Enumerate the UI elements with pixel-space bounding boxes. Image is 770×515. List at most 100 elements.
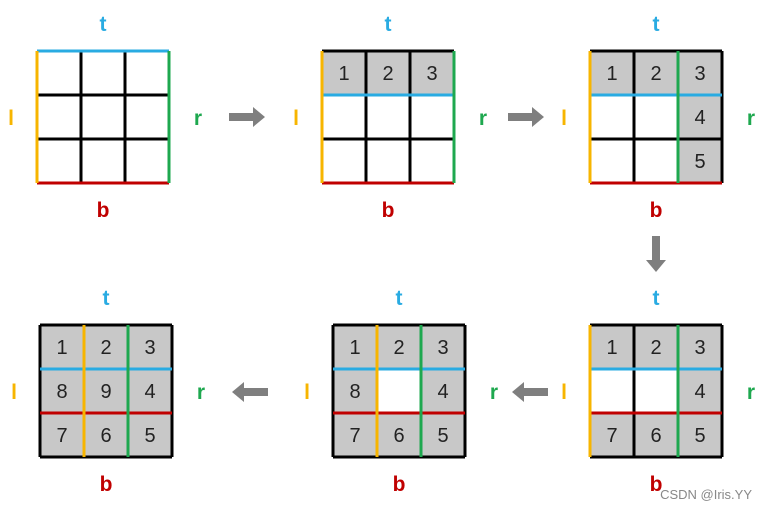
right-label: r [479, 107, 487, 130]
arrow-left-icon [232, 382, 268, 402]
cell-number: 1 [606, 63, 617, 85]
cell-number: 6 [393, 425, 404, 447]
cell-number: 2 [650, 63, 661, 85]
matrix-cell [333, 413, 377, 457]
matrix-cell [40, 413, 84, 457]
matrix-cell [590, 95, 634, 139]
bottom-label: b [382, 199, 395, 222]
matrix-cell [84, 369, 128, 413]
matrix-cell [410, 51, 454, 95]
cell-number: 3 [437, 337, 448, 359]
arrow-right-icon [229, 107, 265, 127]
matrix-cell [84, 325, 128, 369]
left-label: l [293, 107, 299, 130]
cell-number: 4 [694, 381, 705, 403]
cell-number: 7 [349, 425, 360, 447]
top-label: t [653, 287, 660, 310]
matrix-cell [128, 413, 172, 457]
arrow-shape [512, 382, 548, 402]
cell-number: 3 [144, 337, 155, 359]
bottom-label: b [650, 199, 663, 222]
cell-number: 6 [100, 425, 111, 447]
cell-number: 5 [437, 425, 448, 447]
matrix-cell [410, 95, 454, 139]
matrix-cell [37, 51, 81, 95]
bottom-label: b [100, 473, 113, 496]
left-label: l [561, 381, 567, 404]
matrix-cell [590, 413, 634, 457]
matrix-cell [678, 51, 722, 95]
matrix-cell [590, 139, 634, 183]
cell-number: 5 [694, 425, 705, 447]
matrix-cell [410, 139, 454, 183]
right-label: r [194, 107, 202, 130]
matrix-cell [84, 413, 128, 457]
matrix-cell [37, 95, 81, 139]
arrow-shape [229, 107, 265, 127]
matrix-cell [366, 51, 410, 95]
matrix-cell [377, 413, 421, 457]
bottom-label: b [650, 473, 663, 496]
cell-number: 3 [426, 63, 437, 85]
left-label: l [304, 381, 310, 404]
matrix-cell [634, 139, 678, 183]
right-label: r [490, 381, 498, 404]
matrix-cell [128, 369, 172, 413]
matrix-cell [128, 325, 172, 369]
cell-number: 1 [349, 337, 360, 359]
matrix-cell [81, 139, 125, 183]
matrix-cell [421, 369, 465, 413]
arrow-shape [646, 236, 666, 272]
watermark: CSDN @Iris.YY [660, 487, 752, 502]
matrix-cell [366, 95, 410, 139]
matrix-cell [333, 325, 377, 369]
matrix-cell [40, 325, 84, 369]
matrix-cell [590, 369, 634, 413]
matrix-cell [37, 139, 81, 183]
right-label: r [747, 381, 755, 404]
cell-number: 5 [144, 425, 155, 447]
matrix-cell [333, 369, 377, 413]
matrix-cell [678, 413, 722, 457]
cell-number: 1 [56, 337, 67, 359]
arrow-right-icon [508, 107, 544, 127]
matrix-cell [125, 95, 169, 139]
matrix-cell [125, 139, 169, 183]
matrix-cell [678, 369, 722, 413]
cell-number: 4 [437, 381, 448, 403]
cell-number: 6 [650, 425, 661, 447]
cell-number: 4 [694, 107, 705, 129]
cell-number: 2 [382, 63, 393, 85]
cell-number: 4 [144, 381, 155, 403]
matrix-cell [634, 369, 678, 413]
matrix-cell [678, 95, 722, 139]
matrix-cell [377, 369, 421, 413]
matrix-cell [421, 325, 465, 369]
matrix-cell [634, 325, 678, 369]
left-label: l [11, 381, 17, 404]
top-label: t [653, 13, 660, 36]
matrix-cell [634, 51, 678, 95]
left-label: l [8, 107, 14, 130]
arrow-left-icon [512, 382, 548, 402]
matrix-cell [125, 51, 169, 95]
matrix-cell [322, 51, 366, 95]
top-label: t [385, 13, 392, 36]
cell-number: 7 [56, 425, 67, 447]
matrix-cell [40, 369, 84, 413]
arrow-shape [232, 382, 268, 402]
matrix-cell [678, 139, 722, 183]
cell-number: 1 [606, 337, 617, 359]
cell-number: 2 [100, 337, 111, 359]
matrix-cell [377, 325, 421, 369]
cell-number: 8 [349, 381, 360, 403]
left-label: l [561, 107, 567, 130]
top-label: t [396, 287, 403, 310]
